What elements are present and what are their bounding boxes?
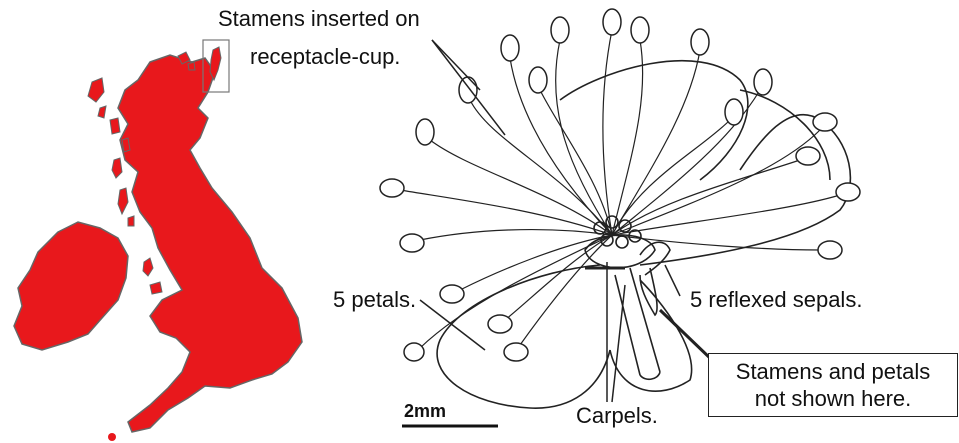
note-line2: not shown here. [717, 385, 949, 412]
petal-lower-right [610, 280, 692, 391]
petal-upper-right [740, 90, 830, 180]
petal-right [640, 115, 850, 265]
isle-of-man-region [143, 258, 153, 276]
petals-label: 5 petals. [333, 287, 416, 313]
great-britain-region [118, 55, 302, 432]
ireland-region [14, 222, 128, 350]
scale-label: 2mm [404, 398, 446, 424]
shetland-region [210, 47, 221, 80]
stamens-label-line1: Stamens inserted on [218, 6, 420, 32]
sepals-label: 5 reflexed sepals. [690, 287, 862, 313]
channel-islands-region [108, 433, 116, 441]
distribution-map [14, 40, 302, 441]
carpels-label: Carpels. [576, 403, 658, 429]
petal-upper [560, 61, 748, 180]
note-box: Stamens and petals not shown here. [708, 353, 958, 417]
petal-lower-left [437, 265, 610, 408]
stamens-label-line2: receptacle-cup. [250, 44, 400, 70]
note-line1: Stamens and petals [717, 358, 949, 385]
sepal [640, 268, 657, 315]
anglesey-region [150, 282, 162, 294]
inner-isles-region [112, 158, 134, 226]
sepal [640, 242, 670, 275]
